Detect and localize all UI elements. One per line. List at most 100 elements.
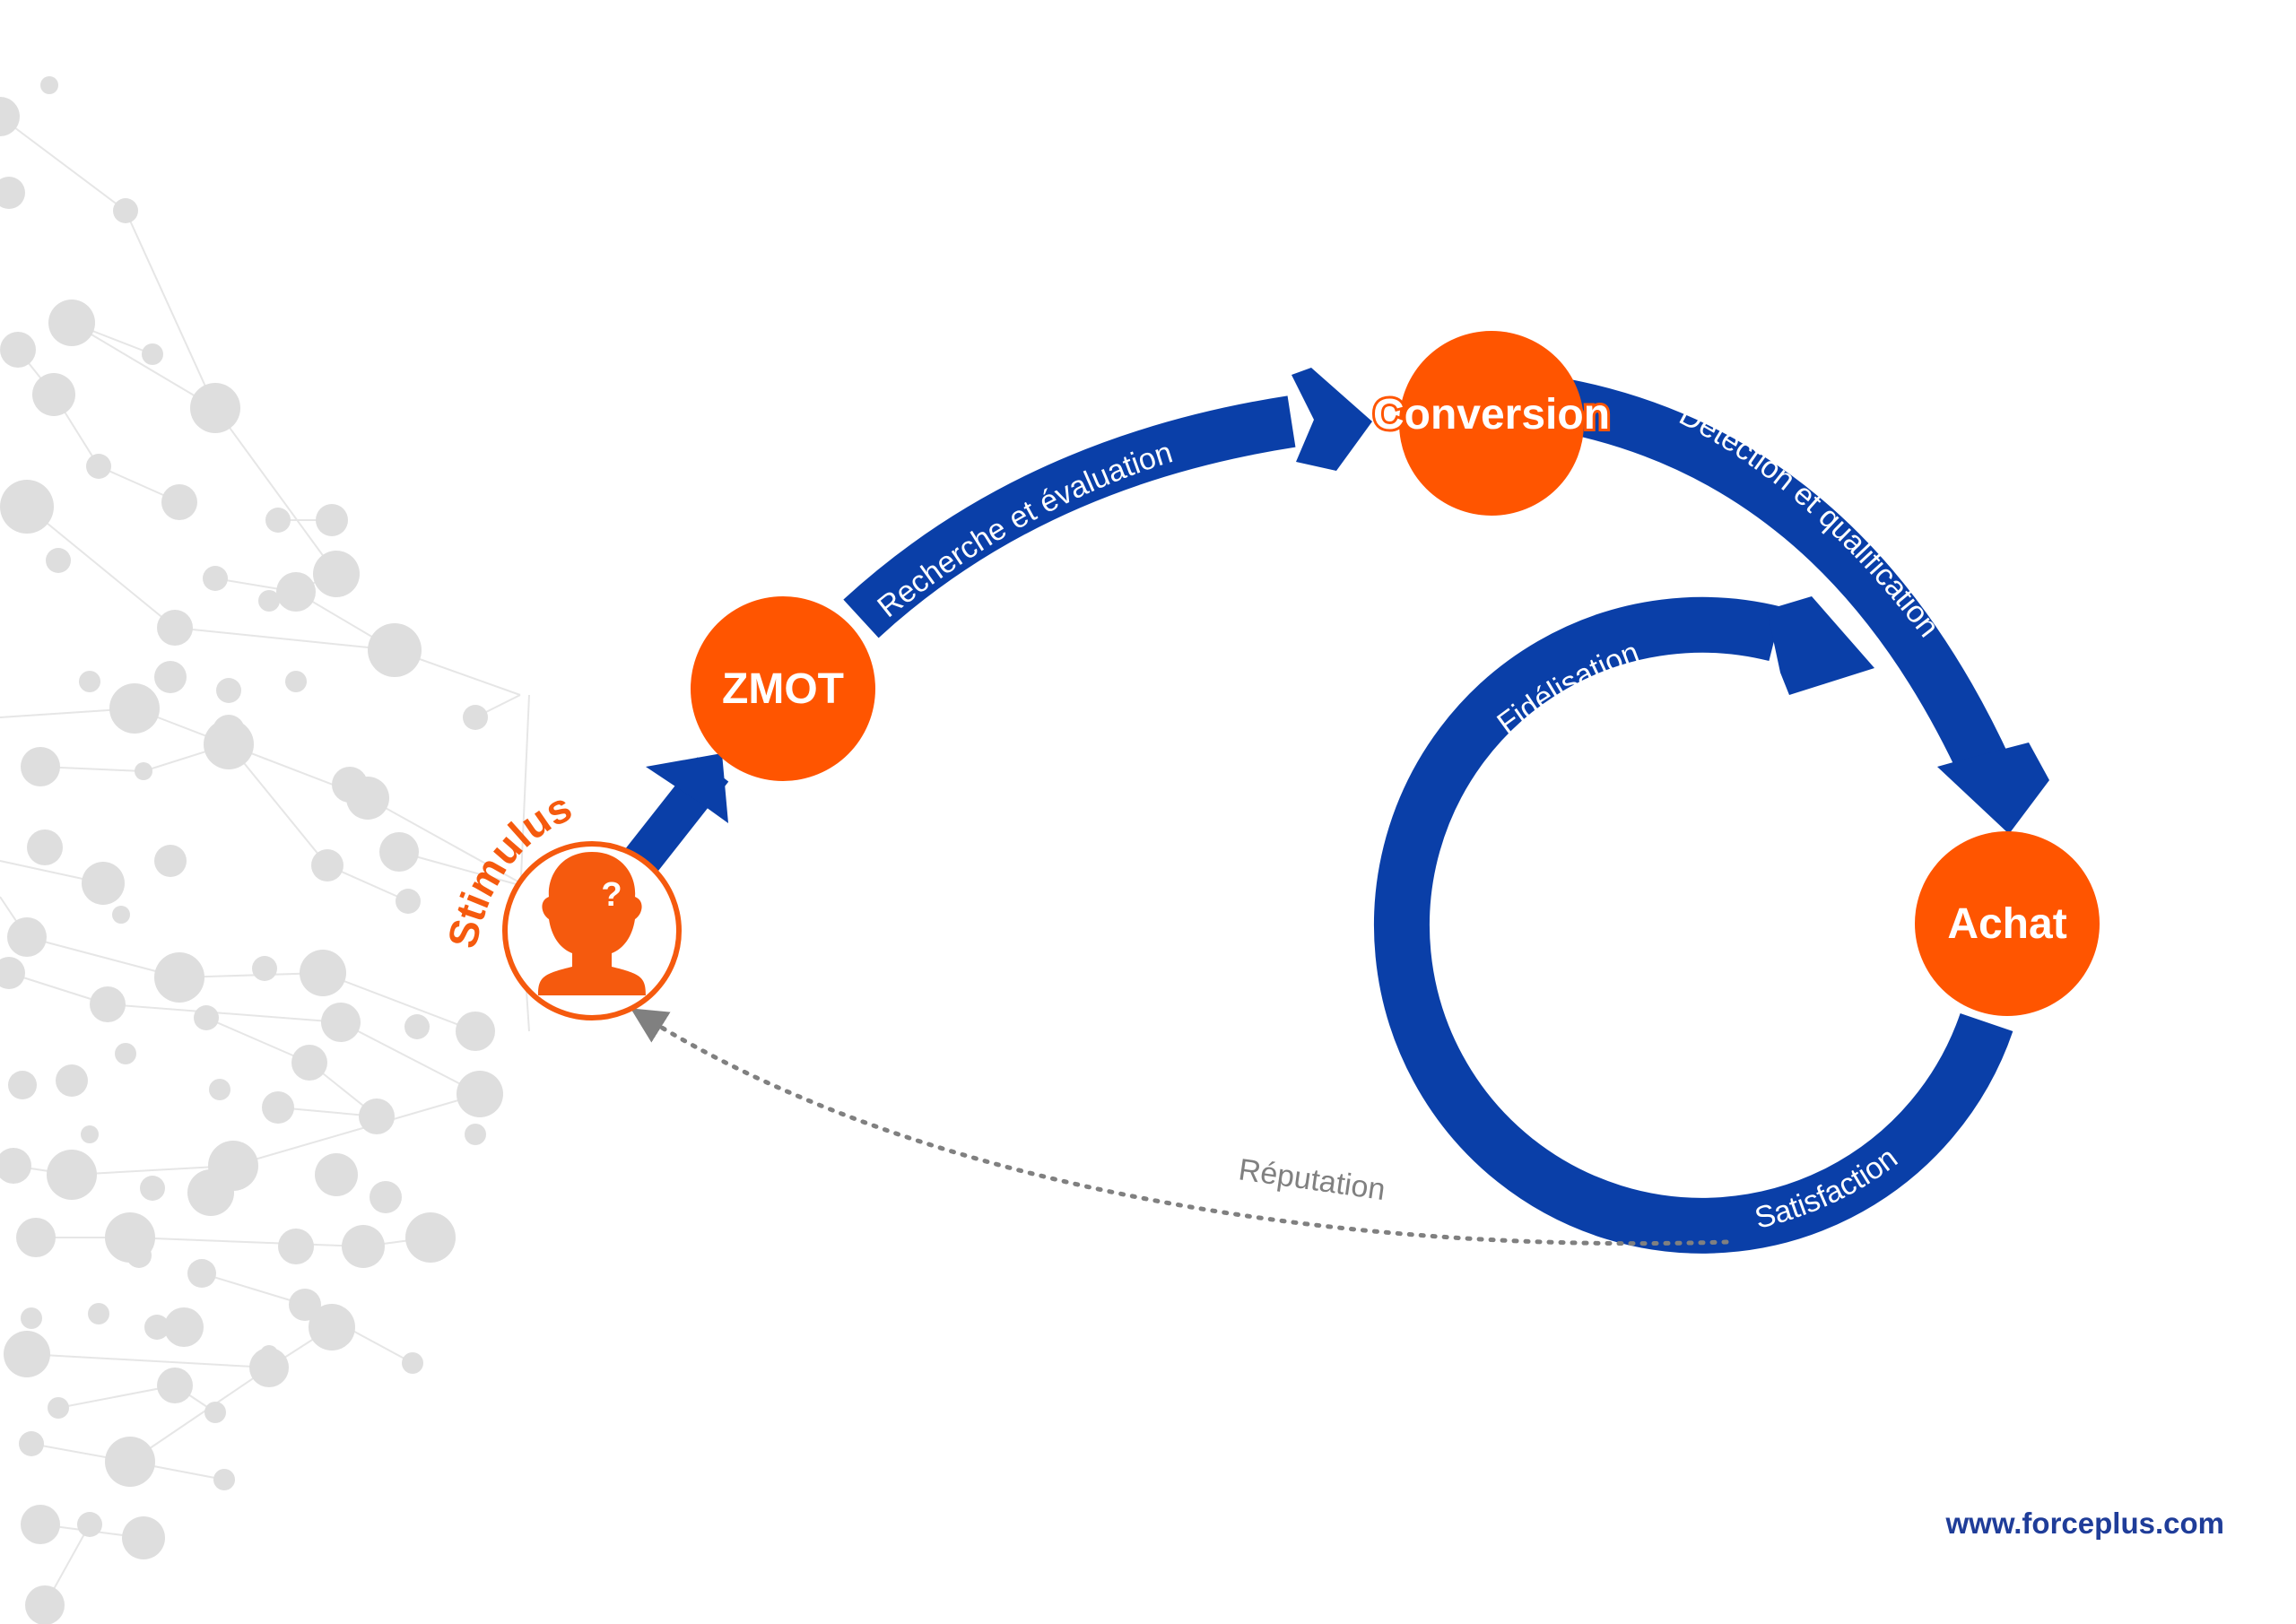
network-dot [164,1307,204,1347]
network-dot [370,1181,402,1213]
arrow-recherche-evaluation: Recherche et évaluation [843,368,1372,638]
loop-fidelisation-satisfaction: Fidélisation Satisfaction [1373,596,2013,1254]
network-dot [368,623,422,677]
network-dot [315,1153,358,1196]
network-background-decoration [0,76,530,1624]
network-line [232,1093,481,1167]
network-dot [396,889,421,914]
network-dot [7,917,47,957]
network-dot [216,678,241,703]
network-line [26,1353,270,1368]
network-dot [311,849,344,881]
network-dot [32,373,75,416]
person-question-icon: ? [538,852,646,995]
network-line [367,797,530,889]
node-zmot-label: ZMOT [722,665,844,713]
network-line [57,1385,176,1409]
network-line [214,407,337,575]
network-dot [77,1512,102,1537]
network-dot [47,1150,97,1200]
network-line [205,1017,310,1064]
node-zmot: ZMOT [691,596,875,781]
network-dot [321,1003,361,1042]
node-achat: Achat [1915,831,2100,1016]
network-dot [82,862,125,905]
network-dot [154,952,204,1003]
node-stimulus: ? Stimulus [439,783,682,1020]
network-dot [81,1125,99,1143]
network-dot [0,957,25,989]
network-dot [25,1585,65,1624]
network-dot [457,1071,503,1117]
label-reputation: Réputation [1237,1152,1387,1207]
network-line [26,936,180,978]
network-line [201,1272,306,1306]
network-dot [157,1368,193,1403]
node-achat-label: Achat [1947,900,2066,948]
network-dot [203,566,228,591]
network-dot [463,705,488,730]
website-link[interactable]: www.forceplus.com [1945,1507,2224,1540]
network-dot [289,1289,321,1321]
network-dot [379,832,419,872]
network-dot [19,1431,44,1456]
network-dot [109,683,160,734]
network-dot [113,198,138,223]
network-dot [4,1331,50,1377]
network-dot [40,76,58,94]
network-dot [0,480,54,534]
network-dot [258,590,280,612]
network-dot [359,1099,395,1134]
network-dot [249,1348,289,1387]
network-dot [154,845,187,877]
network-line [322,972,476,1032]
network-dot [142,343,163,365]
network-dot [79,671,100,692]
network-dot [48,300,95,346]
network-dot [204,1402,226,1423]
network-line [107,1003,342,1023]
network-line [26,506,176,629]
network-dot [262,1091,294,1124]
label-recherche-evaluation: Recherche et évaluation [871,435,1176,624]
network-dot [48,1397,69,1419]
network-dot [0,332,36,368]
network-dot [404,1014,430,1039]
network-dot [291,1045,327,1081]
network-dot [135,762,152,780]
network-dot [122,1516,165,1559]
network-dot [21,1307,42,1329]
network-line [125,210,216,409]
network-dot [112,906,130,924]
network-dot [21,747,60,786]
network-dot [126,1243,152,1268]
network-line [0,116,126,212]
network-dot [260,1345,278,1363]
network-dot [276,572,316,612]
network-dot [187,1169,234,1216]
network-dot [265,508,291,533]
question-mark: ? [601,876,622,914]
network-dot [402,1352,423,1374]
network-dot [209,1079,230,1100]
network-dot [194,1005,219,1030]
network-dot [0,1148,31,1184]
network-dot [313,551,360,597]
network-dot [190,383,240,433]
network-dot [157,610,193,646]
network-dot [90,986,126,1022]
network-dot [204,719,254,769]
network-dot [465,1124,486,1145]
network-dot [88,1303,109,1324]
network-line [398,851,530,889]
network-dot [115,1043,136,1064]
network-line [174,627,396,651]
network-line [340,1021,481,1095]
network-dot [154,661,187,693]
network-line [71,322,216,409]
network-dot [252,956,277,981]
network-dot [105,1437,155,1487]
network-dot [346,777,389,820]
network-dot [213,1469,235,1490]
